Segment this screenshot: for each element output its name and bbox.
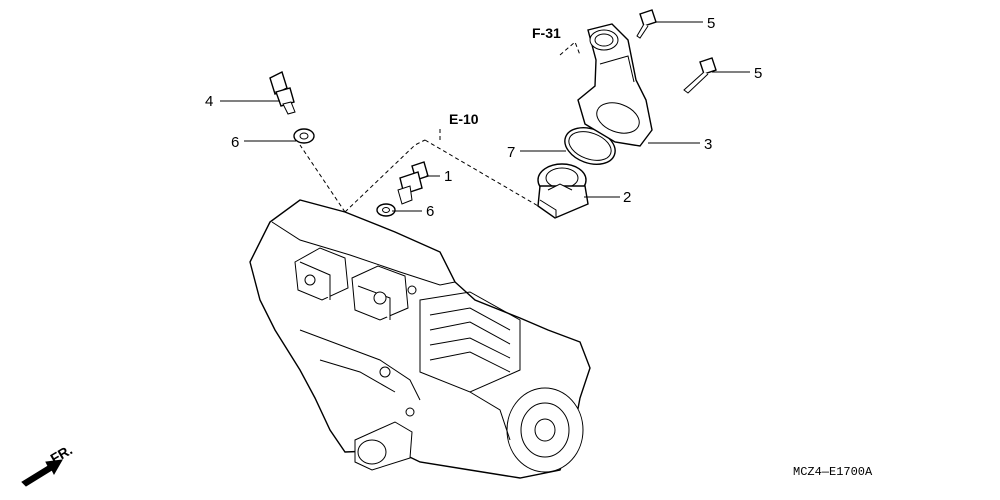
leader-lines bbox=[220, 21, 750, 212]
thermostat-part-2 bbox=[537, 163, 589, 219]
o-ring-part-7 bbox=[564, 127, 616, 165]
callout-1: 1 bbox=[444, 168, 452, 185]
sensor-part-4 bbox=[269, 71, 296, 115]
ref-e10: E-10 bbox=[449, 111, 479, 127]
reference-lines bbox=[299, 41, 581, 213]
sensor-part-1 bbox=[397, 161, 429, 205]
washer-part-6-upper bbox=[293, 128, 315, 144]
callout-2: 2 bbox=[623, 189, 631, 206]
engine-block bbox=[249, 199, 591, 479]
callout-5-upper: 5 bbox=[707, 15, 715, 32]
washer-part-6-lower bbox=[376, 203, 396, 217]
front-arrow-icon bbox=[21, 459, 63, 487]
ref-f31: F-31 bbox=[532, 25, 561, 41]
callout-5-lower: 5 bbox=[754, 65, 762, 82]
callout-6-lower: 6 bbox=[426, 203, 434, 220]
callout-4: 4 bbox=[205, 93, 213, 110]
callout-3: 3 bbox=[704, 136, 712, 153]
housing-part-3 bbox=[577, 23, 653, 147]
callout-7: 7 bbox=[507, 144, 515, 161]
callout-6-upper: 6 bbox=[231, 134, 239, 151]
bolt-part-5-upper bbox=[636, 9, 657, 39]
bolt-part-5-lower bbox=[683, 57, 717, 94]
diagram-code: MCZ4—E1700A bbox=[793, 465, 873, 479]
